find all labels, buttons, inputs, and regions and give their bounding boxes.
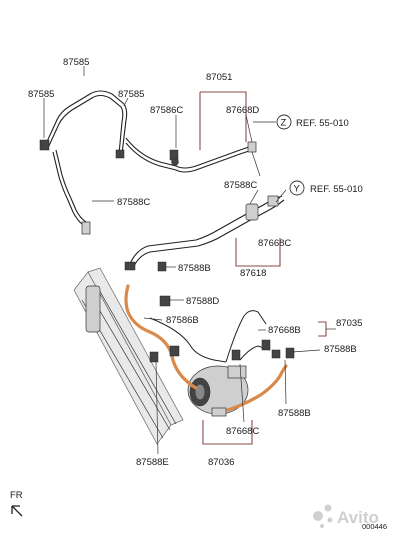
label-87585-top: 87585 (63, 57, 89, 68)
label-87588e: 87588E (136, 457, 169, 468)
fr-arrow-icon (11, 505, 23, 517)
ref-z-letter: Z (281, 118, 287, 129)
avito-watermark: Avito (313, 504, 379, 528)
label-87588b-low: 87588B (278, 408, 311, 419)
label-87585-mid: 87585 (118, 89, 144, 100)
ref-z-text: REF. 55-010 (296, 118, 349, 129)
receiver-drier (85, 285, 101, 333)
front-arrow: FR (10, 490, 23, 517)
label-87586c: 87586C (150, 105, 183, 116)
label-87668c-low: 87668C (226, 426, 259, 437)
label-87036: 87036 (208, 457, 234, 468)
pipe-87051 (125, 137, 257, 173)
hoses-87035-87036 (124, 284, 295, 412)
avito-text: Avito (337, 508, 379, 527)
label-87588c-right: 87588C (224, 180, 257, 191)
label-87588b-right: 87588B (324, 344, 357, 355)
label-87585-left: 87585 (28, 89, 54, 100)
label-87668c-right: 87668C (258, 238, 291, 249)
label-87588b-mid: 87588B (178, 263, 211, 274)
ref-z: Z REF. 55-010 (276, 114, 349, 130)
label-87588d: 87588D (186, 296, 219, 307)
label-87588c-left: 87588C (117, 197, 150, 208)
label-87035: 87035 (336, 318, 362, 329)
compressor (187, 365, 249, 417)
label-87051: 87051 (206, 72, 232, 83)
pipe-87585 (39, 90, 128, 235)
condenser (73, 267, 184, 445)
diagram-code: 000446 (362, 522, 387, 531)
ref-y-text: REF. 55-010 (310, 184, 363, 195)
label-87668d: 87668D (226, 105, 259, 116)
pipe-87618 (124, 195, 285, 272)
ref-y-letter: Y (294, 184, 301, 195)
label-87586b: 87586B (166, 315, 199, 326)
part-labels: 87585 87585 87585 87051 87586C 87668D 87… (28, 57, 362, 468)
label-87618: 87618 (240, 268, 266, 279)
leader-lines (43, 66, 336, 455)
label-87668b: 87668B (268, 325, 301, 336)
fr-label: FR (10, 490, 23, 501)
ref-y: Y REF. 55-010 (289, 180, 363, 196)
